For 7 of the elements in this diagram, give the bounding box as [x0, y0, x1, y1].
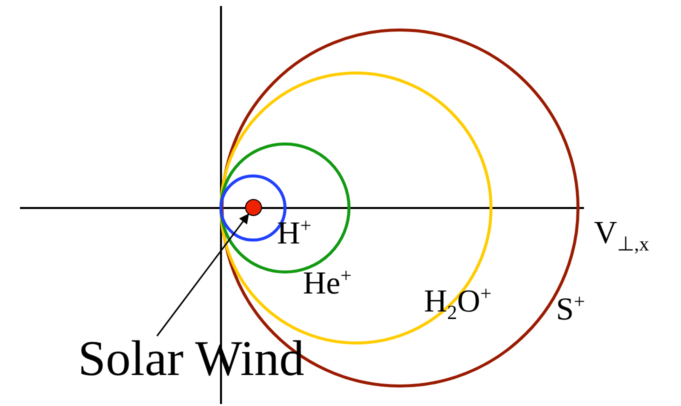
ion-label: H$^{+}$ — [277, 216, 312, 249]
ion-label: H$_{2}$O$^{+}$ — [424, 284, 492, 324]
axis-label: V$_{⊥,x}$ — [594, 216, 650, 254]
ion-label: S$^{+}$ — [556, 292, 586, 325]
particle-dot — [245, 199, 262, 216]
leader-arrow — [156, 214, 249, 336]
ion-label: He$^{+}$ — [303, 266, 352, 299]
